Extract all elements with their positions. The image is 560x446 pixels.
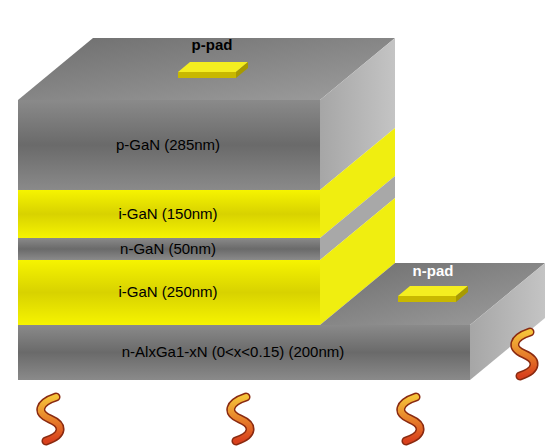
layer-label: n-AlxGa1-xN (0<x<0.15) (200nm): [122, 344, 345, 361]
pad-label: p-pad: [192, 36, 233, 53]
layer-band: i-GaN (150nm): [18, 190, 320, 238]
layer-label: i-GaN (250nm): [118, 284, 217, 301]
layer-label: p-GaN (285nm): [116, 137, 220, 154]
layer-band: p-GaN (285nm): [18, 100, 320, 190]
layer-band: i-GaN (250nm): [18, 260, 320, 325]
layer-label: n-GaN (50nm): [120, 241, 216, 258]
layer-label: i-GaN (150nm): [118, 206, 217, 223]
layer-band: n-GaN (50nm): [18, 238, 320, 260]
layer-band: n-AlxGa1-xN (0<x<0.15) (200nm): [18, 325, 470, 380]
pad-label: n-pad: [413, 262, 454, 279]
